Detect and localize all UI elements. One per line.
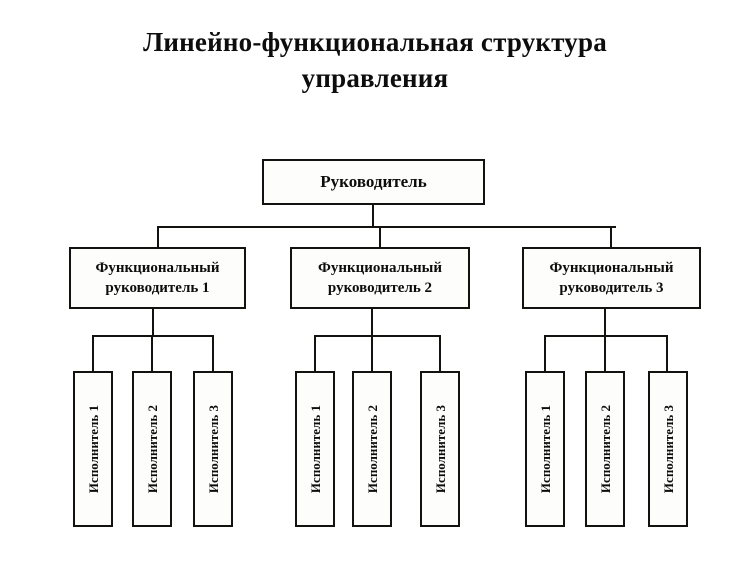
node-executor-2-1[interactable]: Исполнитель 1: [295, 371, 335, 527]
node-functional-manager-1-label: Функциональный руководитель 1: [95, 260, 220, 296]
node-functional-manager-1[interactable]: Функциональный руководитель 1: [69, 247, 246, 309]
connector-level2-bus: [157, 226, 616, 228]
node-executor-1-3-label: Исполнитель 3: [205, 404, 221, 494]
node-executor-2-2-label: Исполнитель 2: [364, 404, 380, 494]
node-executor-3-2-label: Исполнитель 2: [597, 404, 613, 494]
connector-branch-3-drop-1: [544, 335, 546, 372]
connector-branch-2-drop-2: [371, 335, 373, 372]
node-executor-1-1-label: Исполнитель 1: [85, 404, 101, 494]
node-executor-2-1-label: Исполнитель 1: [307, 404, 323, 494]
connector-drop-functional-2: [379, 226, 381, 248]
connector-branch-1-drop-3: [212, 335, 214, 372]
node-executor-2-3[interactable]: Исполнитель 3: [420, 371, 460, 527]
node-functional-manager-2[interactable]: Функциональный руководитель 2: [290, 247, 470, 309]
node-executor-3-1[interactable]: Исполнитель 1: [525, 371, 565, 527]
node-executor-1-1[interactable]: Исполнитель 1: [73, 371, 113, 527]
connector-branch-1-drop-1: [92, 335, 94, 372]
node-executor-3-3[interactable]: Исполнитель 3: [648, 371, 688, 527]
connector-branch-2-drop-3: [439, 335, 441, 372]
node-executor-2-2[interactable]: Исполнитель 2: [352, 371, 392, 527]
node-executor-1-3[interactable]: Исполнитель 3: [193, 371, 233, 527]
node-executor-2-3-label: Исполнитель 3: [432, 404, 448, 494]
node-root-manager-label: Руководитель: [320, 172, 427, 191]
connector-branch-2-drop-1: [314, 335, 316, 372]
node-functional-manager-2-label: Функциональный руководитель 2: [317, 260, 443, 296]
connector-branch-3-bus: [544, 335, 668, 337]
connector-branch-3-drop-2: [604, 335, 606, 372]
connector-root-stem: [372, 205, 374, 227]
node-executor-1-2[interactable]: Исполнитель 2: [132, 371, 172, 527]
connector-branch-1-drop-2: [151, 335, 153, 372]
node-functional-manager-3-label: Функциональный руководитель 3: [549, 260, 674, 296]
node-executor-3-1-label: Исполнитель 1: [537, 404, 553, 494]
connector-branch-3-drop-3: [666, 335, 668, 372]
connector-branch-1-stem: [152, 309, 154, 336]
node-executor-3-3-label: Исполнитель 3: [660, 404, 676, 494]
page-title: Линейно-функциональная структура управле…: [143, 27, 607, 93]
node-executor-1-2-label: Исполнитель 2: [144, 404, 160, 494]
connector-branch-3-stem: [604, 309, 606, 336]
node-root-manager[interactable]: Руководитель: [262, 159, 485, 205]
connector-branch-2-stem: [371, 309, 373, 336]
connector-drop-functional-3: [610, 226, 612, 248]
node-functional-manager-3[interactable]: Функциональный руководитель 3: [522, 247, 701, 309]
node-executor-3-2[interactable]: Исполнитель 2: [585, 371, 625, 527]
connector-drop-functional-1: [157, 226, 159, 248]
connector-branch-2-bus: [314, 335, 440, 337]
